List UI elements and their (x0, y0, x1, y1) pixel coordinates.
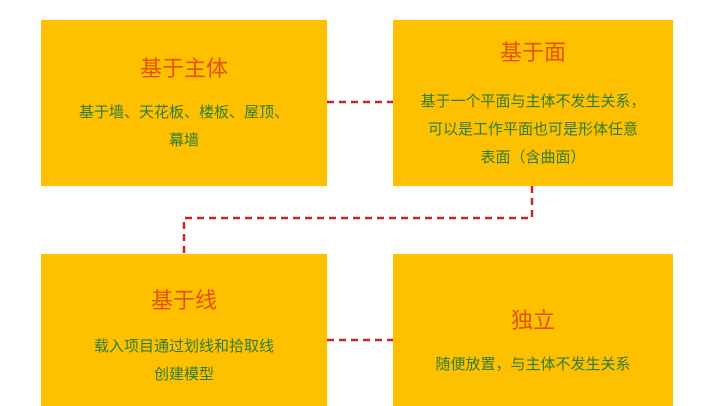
box-host-based-title: 基于主体 (139, 57, 228, 82)
box-face-based-desc-line: 表面（含曲面） (480, 148, 586, 166)
box-host-based-desc-line: 基于墙、天花板、楼板、屋顶、 (78, 103, 289, 121)
box-face-based-desc-line: 可以是工作平面也可是形体任意 (427, 120, 638, 138)
box-line-based: 基于线 载入项目通过划线和拾取线 创建模型 (41, 254, 327, 406)
box-standalone-title: 独立 (510, 309, 555, 334)
box-standalone: 独立 随便放置，与主体不发生关系 (393, 254, 673, 406)
box-line-based-title: 基于线 (150, 289, 217, 314)
connector-face-to-line (182, 186, 534, 254)
box-line-based-desc: 载入项目通过划线和拾取线 创建模型 (47, 332, 321, 388)
box-face-based-title: 基于面 (499, 41, 566, 66)
box-standalone-desc-line: 随便放置，与主体不发生关系 (435, 355, 631, 373)
box-host-based-desc-line: 幕墙 (168, 131, 199, 149)
box-face-based-desc-line: 基于一个平面与主体不发生关系， (420, 92, 646, 110)
box-standalone-desc: 随便放置，与主体不发生关系 (399, 350, 667, 378)
box-host-based-desc: 基于墙、天花板、楼板、屋顶、 幕墙 (47, 98, 321, 154)
box-line-based-desc-line: 载入项目通过划线和拾取线 (93, 337, 274, 355)
box-face-based-desc: 基于一个平面与主体不发生关系， 可以是工作平面也可是形体任意 表面（含曲面） (399, 87, 667, 171)
box-line-based-desc-line: 创建模型 (153, 365, 214, 383)
box-face-based: 基于面 基于一个平面与主体不发生关系， 可以是工作平面也可是形体任意 表面（含曲… (393, 20, 673, 186)
box-host-based: 基于主体 基于墙、天花板、楼板、屋顶、 幕墙 (41, 20, 327, 186)
